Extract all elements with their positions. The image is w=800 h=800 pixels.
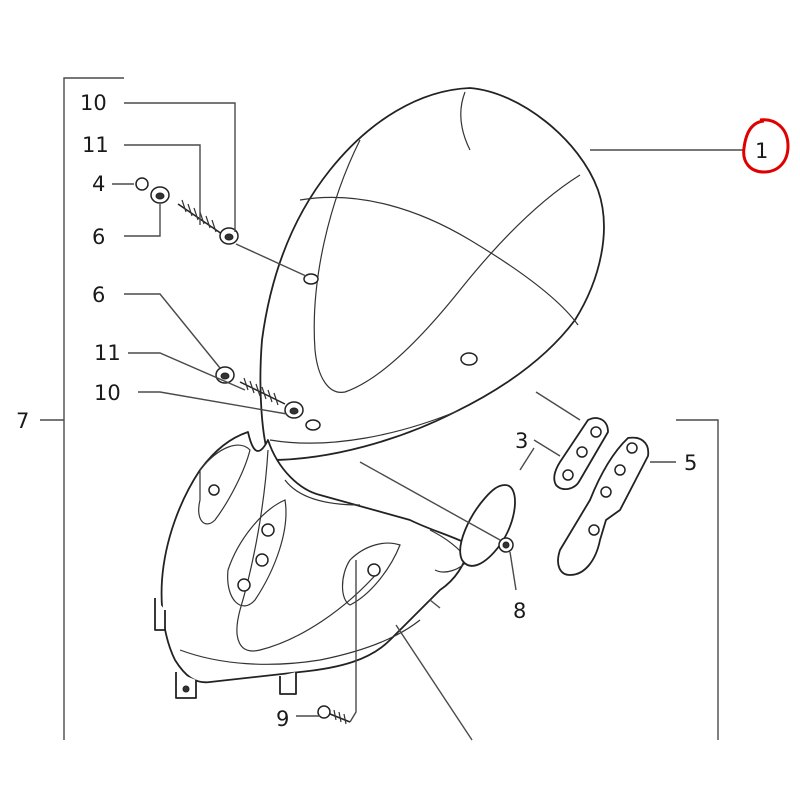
hardware-upper — [135, 177, 239, 245]
windscreen — [259, 87, 605, 461]
label-8: 8 — [513, 599, 526, 623]
label-10-top: 10 — [80, 91, 107, 115]
label-1: 1 — [755, 139, 768, 163]
leader-lines — [112, 102, 745, 741]
part-labels: 10 11 4 6 6 11 10 7 3 5 8 9 1 — [16, 91, 768, 731]
label-4: 4 — [92, 172, 105, 196]
bracket-7 — [40, 77, 124, 740]
label-9: 9 — [276, 707, 289, 731]
hardware-lower — [215, 366, 304, 419]
label-10-bottom: 10 — [94, 381, 121, 405]
label-6-bottom: 6 — [92, 283, 105, 307]
mount-bracket-5 — [557, 436, 650, 576]
label-3: 3 — [515, 429, 528, 453]
nut-8 — [498, 537, 514, 553]
label-7: 7 — [16, 409, 29, 433]
mount-bracket-3 — [553, 417, 609, 491]
deflector-panel — [459, 484, 516, 567]
label-11-top: 11 — [82, 133, 109, 157]
front-fairing — [154, 431, 471, 699]
label-6-top: 6 — [92, 225, 105, 249]
screw-9 — [317, 705, 351, 725]
bracket-5 — [676, 419, 719, 740]
highlight-circle-1 — [742, 118, 790, 174]
label-5: 5 — [684, 451, 697, 475]
label-11-bottom: 11 — [94, 341, 121, 365]
